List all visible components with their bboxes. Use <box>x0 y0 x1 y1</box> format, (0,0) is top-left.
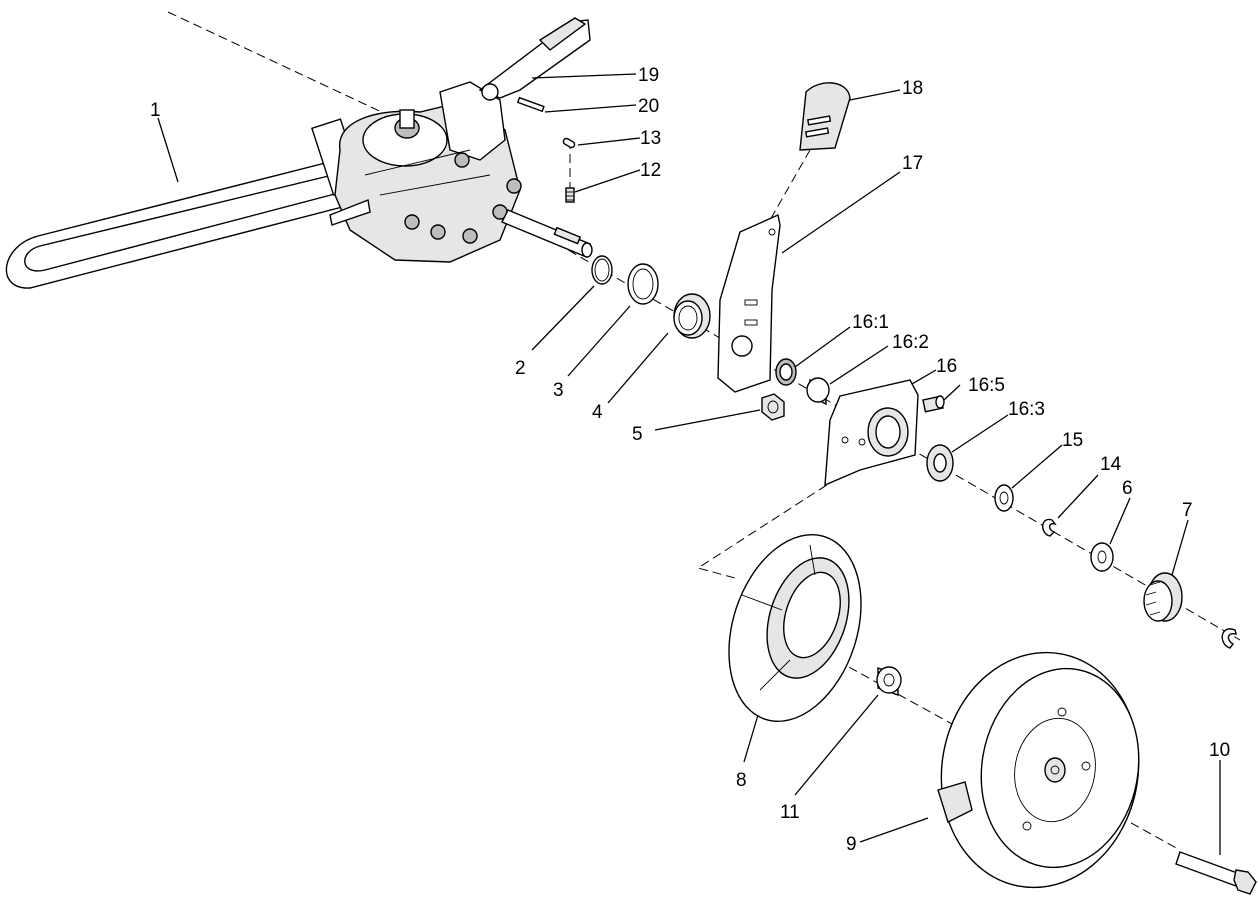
callout-16: 16 <box>936 356 957 377</box>
part-17-height-plate <box>717 214 781 393</box>
part-6-washer <box>1090 542 1114 572</box>
callout-10: 10 <box>1209 740 1230 761</box>
part-16-5-fitting <box>922 395 945 413</box>
callout-13: 13 <box>640 128 661 149</box>
callout-12: 12 <box>640 160 661 181</box>
part-16-wheel-bracket <box>824 379 919 487</box>
callout-11: 11 <box>780 802 800 823</box>
callout-7: 7 <box>1182 500 1193 521</box>
callout-3: 3 <box>553 380 564 401</box>
part-20-pin <box>516 96 545 113</box>
callout-1: 1 <box>150 100 161 121</box>
part-8-wheel-cover <box>728 534 862 722</box>
callout-18: 18 <box>902 78 923 99</box>
callout-15: 15 <box>1062 430 1083 451</box>
part-15-washer <box>994 484 1014 512</box>
part-16-1-bearing <box>775 358 797 386</box>
transmission-assembly <box>311 81 522 263</box>
callout-20: 20 <box>638 96 659 117</box>
axle-shaft <box>501 209 593 258</box>
part-13-key <box>562 137 576 149</box>
callout-4: 4 <box>592 402 603 423</box>
part-14-clip <box>1042 518 1057 537</box>
callout-14: 14 <box>1100 454 1122 475</box>
part-10-bolt <box>1175 851 1257 895</box>
callout-16-2: 16:2 <box>892 332 929 353</box>
part-7-gear <box>1143 572 1183 622</box>
callout-16-3: 16:3 <box>1008 399 1045 420</box>
part-9-wheel <box>937 651 1140 889</box>
part-19-shift-lever <box>478 17 591 101</box>
part-5-nut <box>761 393 785 421</box>
part-2-retaining-ring <box>591 255 613 285</box>
callout-2: 2 <box>515 358 526 379</box>
part-16-3-washer <box>926 444 954 482</box>
leader-lines <box>157 73 1221 855</box>
callout-8: 8 <box>736 770 747 791</box>
callout-9: 9 <box>846 834 857 855</box>
part-16-2-spacer <box>806 377 830 406</box>
part-4-bushing <box>673 293 711 339</box>
callout-19: 19 <box>638 65 659 86</box>
part-18-knob <box>799 82 851 151</box>
callout-5: 5 <box>632 424 643 445</box>
end-clip <box>1221 628 1237 649</box>
part-12-spring <box>565 187 575 203</box>
callout-17: 17 <box>902 153 923 174</box>
part-3-washer <box>627 263 659 305</box>
part-1-drive-belt <box>5 157 351 289</box>
callout-16-1: 16:1 <box>852 312 889 333</box>
callout-6: 6 <box>1122 478 1133 499</box>
callout-16-5: 16:5 <box>968 375 1005 396</box>
part-11-bushing <box>876 666 902 696</box>
callout-labels: 1 2 3 4 5 6 7 8 9 10 11 12 13 14 15 16 1… <box>150 65 1230 855</box>
